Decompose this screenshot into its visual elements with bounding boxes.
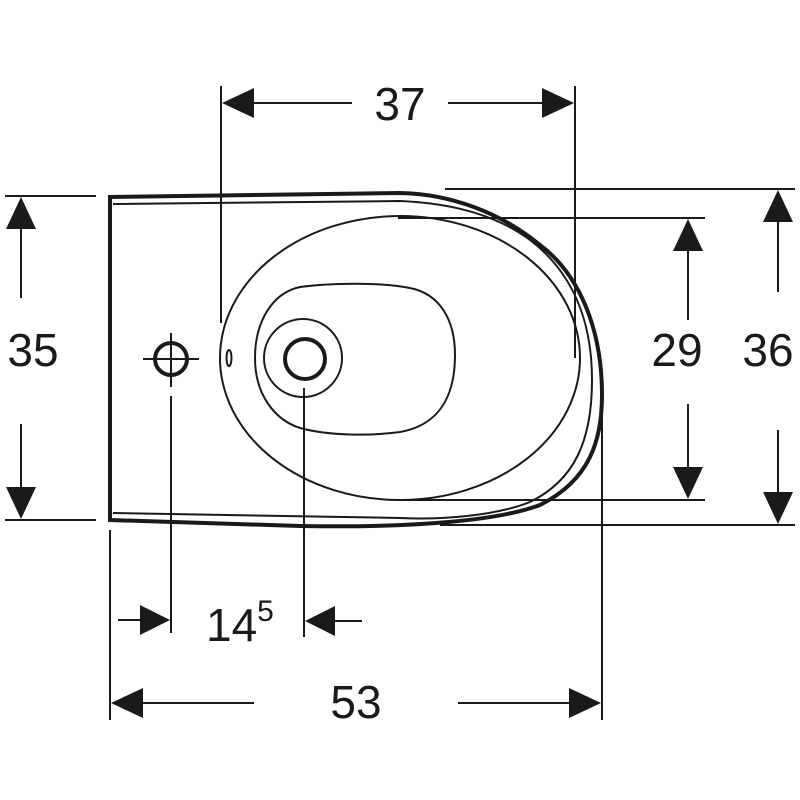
dimension-left-height: 35 [5, 195, 96, 521]
basin [253, 282, 457, 436]
dimension-total-length: 53 [109, 395, 603, 728]
dimension-superscript-value: 5 [257, 595, 274, 628]
dimension-top-width: 37 [220, 78, 576, 358]
dimension-outer-height: 36 [440, 188, 795, 526]
tap-hole-icon [143, 333, 199, 387]
dimension-label-29: 29 [651, 324, 702, 376]
dimension-tap-offset: 145 [118, 388, 362, 651]
drain-outer-ring [263, 318, 343, 398]
dimension-label-35: 35 [7, 324, 58, 376]
drain-icon [283, 337, 327, 381]
dimension-label-36: 36 [742, 324, 793, 376]
bowl [219, 215, 581, 501]
overflow-slot-icon [225, 349, 233, 367]
dimension-main-value: 14 [206, 599, 257, 651]
dimension-label-37: 37 [374, 78, 425, 130]
dimension-inner-height: 29 [398, 217, 705, 501]
dimension-label-53: 53 [330, 676, 381, 728]
dimension-label-14-5: 145 [206, 595, 274, 651]
